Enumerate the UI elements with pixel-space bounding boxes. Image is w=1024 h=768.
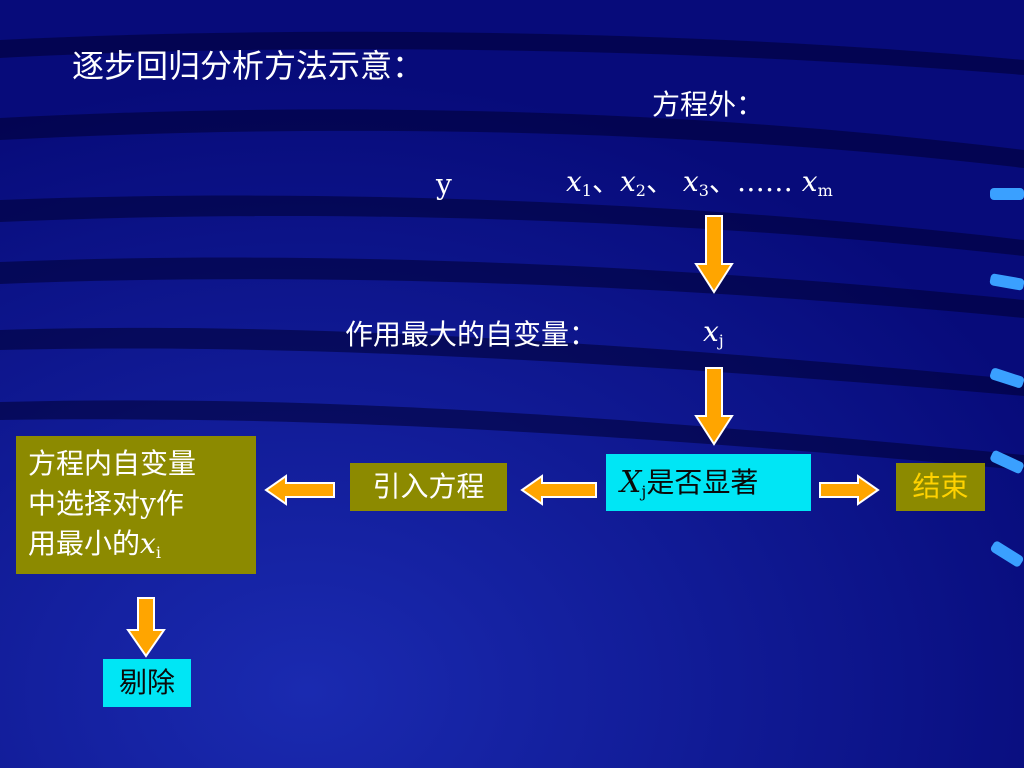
select-box-line-3-text: 用最小的 [28, 527, 141, 560]
xj-base: x [703, 315, 719, 348]
xi-sub: i [155, 543, 161, 562]
x3-base: x [682, 165, 699, 198]
dependent-variable-y: y [436, 168, 452, 201]
significance-text: 是否显著 [646, 466, 759, 499]
xm-sub: m [817, 181, 833, 200]
end-box: 结束 [896, 463, 985, 511]
xj-sub: j [718, 331, 724, 350]
separator-3: 、…… [708, 165, 802, 198]
x1-base: x [566, 165, 582, 198]
background-swooshes [0, 31, 1024, 470]
select-min-effect-box: 方程内自变量 中选择对y作 用最小的xi [16, 436, 256, 574]
right-edge-accents [989, 188, 1024, 567]
candidate-variables: x1、x2、 x3、…… xm [566, 164, 833, 200]
x2-sub: 2 [635, 181, 646, 200]
separator-1: 、 [591, 165, 620, 198]
x3-sub: 3 [698, 181, 709, 200]
remove-box: 剔除 [103, 659, 191, 707]
introduce-equation-box: 引入方程 [350, 463, 507, 511]
outside-equation-label: 方程外： [652, 88, 765, 121]
significance-test-box: Xj是否显著 [606, 454, 811, 511]
select-box-line-3: 用最小的xi [28, 524, 246, 564]
slide-title: 逐步回归分析方法示意： [72, 47, 425, 85]
select-box-line-1: 方程内自变量 [28, 447, 197, 480]
x2-base: x [620, 165, 636, 198]
left-arrow-select [264, 474, 335, 506]
down-arrow-2 [694, 367, 734, 446]
right-arrow-end [819, 474, 880, 506]
left-arrow-introduce [520, 474, 597, 506]
xm-base: x [801, 165, 818, 198]
separator-2: 、 [645, 165, 683, 198]
selected-variable-xj: xj [703, 313, 724, 351]
down-arrow-remove [126, 597, 166, 658]
xj-box-base: X [620, 465, 642, 500]
down-arrow-1 [694, 215, 734, 294]
x1-sub: 1 [581, 181, 592, 200]
select-box-line-2: 中选择对y作 [28, 487, 184, 520]
xj-box-sub: j [641, 482, 647, 501]
xi-base: x [140, 527, 156, 560]
max-effect-label: 作用最大的自变量： [345, 318, 598, 351]
